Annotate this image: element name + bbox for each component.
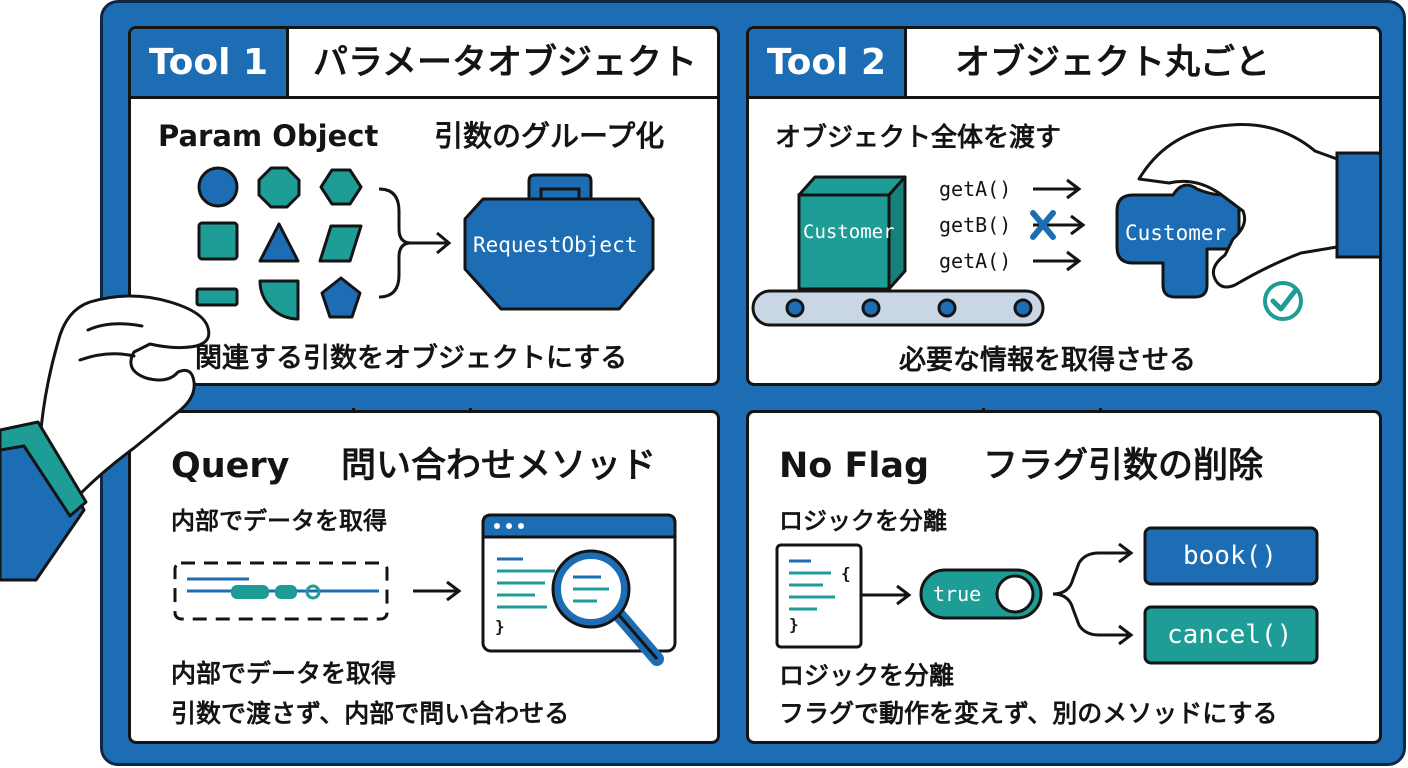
conveyor-belt xyxy=(751,289,1045,327)
dashed-parameter-box xyxy=(173,561,389,621)
caption-2: 引数で渡さず、内部で問い合わせる xyxy=(171,699,570,728)
panel-param-object: Tool 1 パラメータオブジェクト Param Object 引数のグループ化… xyxy=(128,26,720,386)
tool-tag: Tool 1 xyxy=(131,29,289,96)
call-getA: getA() xyxy=(939,177,1012,201)
hand-icon xyxy=(1137,123,1339,289)
panel-header: Tool 1 パラメータオブジェクト xyxy=(131,29,717,99)
call-getA: getA() xyxy=(939,249,1012,273)
book-method-button xyxy=(1143,526,1319,586)
toggle-knob xyxy=(995,574,1035,614)
box-top xyxy=(797,175,907,197)
subtitle: 内部でデータを取得 xyxy=(171,507,387,535)
caption-1: 内部でデータを取得 xyxy=(171,659,397,688)
caption-2: フラグで動作を変えず、別のメソッドにする xyxy=(779,699,1278,728)
data-chip xyxy=(231,585,269,599)
arrow xyxy=(413,580,462,602)
tool-tag: Query xyxy=(171,446,290,486)
bar-shape xyxy=(195,287,239,307)
caption: 関連する引数をオブジェクトにする xyxy=(195,343,628,374)
argument-shapes xyxy=(195,166,655,321)
subtitle: ロジックを分離 xyxy=(779,507,947,535)
code-close-brace: } xyxy=(789,615,799,634)
arrow xyxy=(1033,178,1082,200)
code-brace: } xyxy=(495,617,505,636)
panel-header: Tool 2 オブジェクト丸ごと xyxy=(749,29,1379,99)
roller xyxy=(1013,298,1033,318)
panel-title: パラメータオブジェクト xyxy=(313,43,697,83)
panel-query-method: Query 問い合わせメソッド 内部でデータを取得 } 内部でデータを取得 引数… xyxy=(128,410,720,744)
panel-title: フラグ引数の削除 xyxy=(983,446,1264,486)
cuff xyxy=(0,420,88,518)
customer-box xyxy=(797,193,891,291)
caption-1: ロジックを分離 xyxy=(779,661,955,690)
box-label: Customer xyxy=(803,221,895,243)
customer-object-label: Customer xyxy=(1125,221,1227,245)
hand-icon xyxy=(32,294,211,523)
label-jp: 引数のグループ化 xyxy=(434,119,665,153)
query-diagram xyxy=(173,513,677,666)
code-open-brace: { xyxy=(841,564,851,583)
panel-title: 問い合わせメソッド xyxy=(341,446,657,486)
hexagon-shape xyxy=(319,168,363,206)
roller xyxy=(861,298,881,318)
group-brace xyxy=(378,187,412,299)
triangle-shape xyxy=(258,222,300,263)
data-chip xyxy=(305,584,321,600)
pentagon-shape xyxy=(320,276,362,319)
panel-title: オブジェクト丸ごと xyxy=(955,43,1271,83)
square-shape xyxy=(197,221,239,261)
book-method-label: book() xyxy=(1183,541,1277,571)
roller xyxy=(785,298,805,318)
cancel-method-button xyxy=(1143,605,1319,665)
check-icon xyxy=(1263,281,1303,321)
panel-no-flag: No Flag フラグ引数の削除 ロジックを分離 { } true book()… xyxy=(746,410,1382,744)
arrow xyxy=(411,231,452,255)
panel-whole-object: Tool 2 オブジェクト丸ごと オブジェクト全体を渡す Customer ge… xyxy=(746,26,1382,386)
pointing-hand-illustration xyxy=(0,294,211,582)
subtitle: オブジェクト全体を渡す xyxy=(775,123,1062,153)
sleeve xyxy=(1335,151,1379,259)
bag-label: RequestObject xyxy=(473,233,638,257)
parallelogram-shape xyxy=(318,224,363,263)
caption: 必要な情報を取得させる xyxy=(899,345,1196,376)
bag-body xyxy=(463,197,655,311)
call-getB: getB() xyxy=(939,213,1012,237)
customer-transfer-diagram xyxy=(751,123,1379,327)
tool-tag: Tool 2 xyxy=(749,29,907,96)
octagon-shape xyxy=(257,166,301,209)
label-en: Param Object xyxy=(158,119,379,153)
branch-brace xyxy=(1052,542,1134,646)
cancel-method-label: cancel() xyxy=(1167,620,1293,650)
roller xyxy=(937,298,957,318)
arrow xyxy=(861,584,912,606)
arrow xyxy=(1033,250,1082,272)
flag-split-diagram xyxy=(775,526,1319,665)
toggle-label: true xyxy=(933,582,982,606)
browser-titlebar xyxy=(481,513,677,539)
tool-tag: No Flag xyxy=(779,446,930,486)
circle-shape xyxy=(197,166,239,208)
cross-mark-icon xyxy=(1030,210,1056,240)
quarter-shape xyxy=(258,279,300,321)
data-chip xyxy=(275,585,297,599)
